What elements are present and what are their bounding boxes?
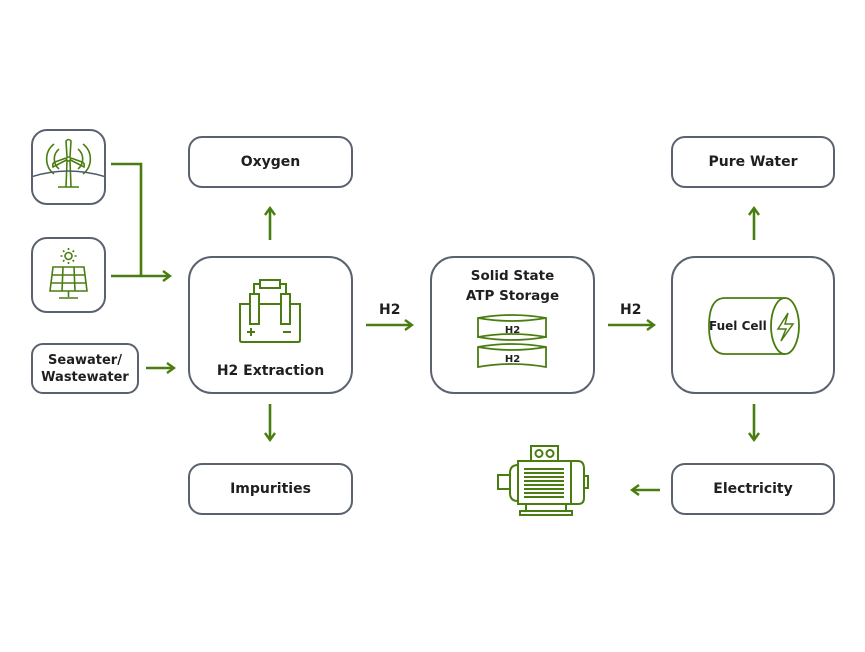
pure-water-label: Pure Water [708, 154, 798, 170]
electrolyzer-icon [239, 279, 301, 343]
wind-source-box [31, 129, 106, 205]
fuel-cell-battery-icon [708, 297, 800, 355]
oxygen-label: Oxygen [240, 154, 301, 170]
impurities-box: Impurities [188, 463, 353, 515]
h2-extraction-label: H2 Extraction [216, 363, 325, 379]
wind-connector [111, 162, 143, 276]
electricity-label: Electricity [713, 481, 793, 497]
electricity-box: Electricity [671, 463, 835, 515]
solar-panel-icon [49, 248, 88, 299]
tank-2-label: H2 [504, 354, 521, 365]
h2-extraction-box: H2 Extraction [188, 256, 353, 394]
tank-1-label: H2 [504, 325, 521, 336]
fuel-cell-box: Fuel Cell [671, 256, 835, 394]
wind-turbine-icon [33, 138, 104, 188]
fuel-cell-label: Fuel Cell [709, 319, 767, 333]
electric-motor-icon [497, 445, 589, 516]
wastewater-label: Wastewater [41, 369, 129, 385]
solar-source-box [31, 237, 106, 313]
oxygen-box: Oxygen [188, 136, 353, 188]
h2-edge-label-1: H2 [379, 302, 401, 318]
hydrogen-tanks-icon [477, 314, 547, 369]
impurities-label: Impurities [230, 481, 311, 497]
pure-water-box: Pure Water [671, 136, 835, 188]
storage-title-line2: ATP Storage [465, 288, 560, 304]
storage-title-line1: Solid State [470, 268, 555, 284]
seawater-wastewater-box: Seawater/ Wastewater [31, 343, 139, 394]
seawater-label: Seawater/ [48, 352, 122, 368]
atp-storage-box: Solid State ATP Storage H2 H2 [430, 256, 595, 394]
h2-edge-label-2: H2 [620, 302, 642, 318]
